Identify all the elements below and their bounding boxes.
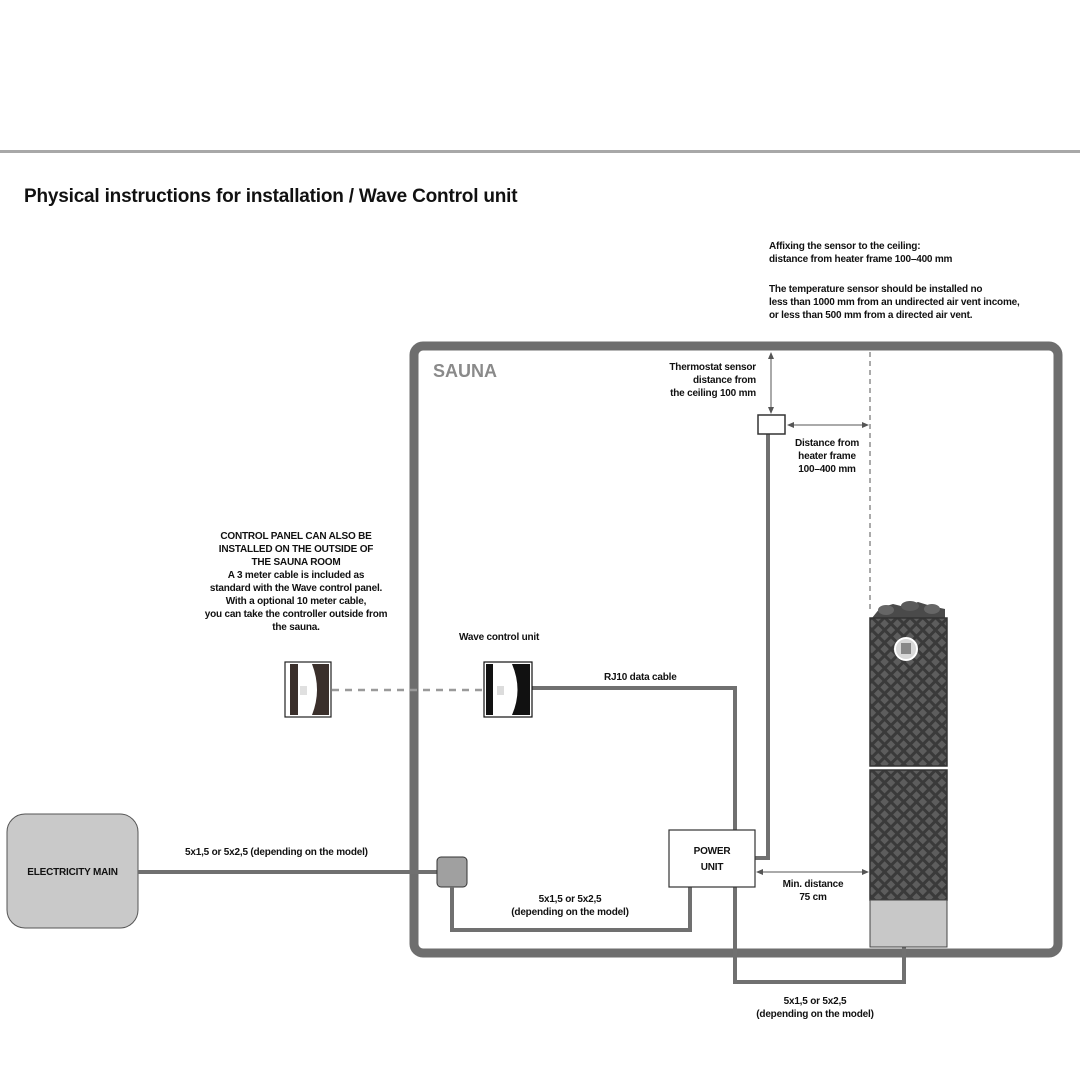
wave-control-unit-label: Wave control unit <box>459 632 540 643</box>
power-unit-box <box>668 829 756 888</box>
heater-stone <box>901 601 919 611</box>
min-arrow-head-left <box>756 869 763 875</box>
heater-arrow-head-right <box>862 422 869 428</box>
sauna-room-label: SAUNA <box>433 361 498 381</box>
page-title: Physical instructions for installation /… <box>24 186 518 207</box>
rj10-data-cable <box>532 686 737 830</box>
outer-cable-label: 5x1,5 or 5x2,5 (depending on the model) <box>756 996 874 1020</box>
vent-note: The temperature sensor should be install… <box>769 284 1020 321</box>
main-cable-label: 5x1,5 or 5x2,5 (depending on the model) <box>185 847 368 858</box>
rj10-cable-label: RJ10 data cable <box>604 672 677 683</box>
ceiling-arrow-head-top <box>768 352 774 359</box>
heater-stone <box>878 605 894 615</box>
thermostat-sensor-label: Thermostat sensor distance from the ceil… <box>669 362 756 399</box>
top-divider <box>0 150 1080 153</box>
min-distance-label: Min. distance 75 cm <box>782 879 844 903</box>
min-arrow-head-right <box>862 869 869 875</box>
heater-distance-label: Distance from heater frame 100–400 mm <box>794 438 860 475</box>
electricity-main-label: ELECTRICITY MAIN <box>27 867 118 878</box>
sauna-heater <box>869 601 948 948</box>
ceiling-note: Affixing the sensor to the ceiling: dist… <box>769 241 953 265</box>
thermostat-sensor <box>757 414 786 435</box>
ceiling-arrow-head-bottom <box>768 407 774 414</box>
wave-control-unit-device <box>483 661 533 718</box>
heater-logo-mark <box>901 643 911 654</box>
heater-arrow-head-left <box>787 422 794 428</box>
heater-base <box>869 899 948 948</box>
power-to-heater-cable <box>733 887 906 984</box>
outside-panel-note: CONTROL PANEL CAN ALSO BE INSTALLED ON T… <box>204 531 388 633</box>
sensor-cable <box>755 434 770 860</box>
heater-lower-mesh <box>869 769 948 901</box>
outside-control-panel <box>284 661 332 718</box>
heater-stone <box>924 604 940 614</box>
junction-to-power-cable <box>450 887 692 932</box>
inner-cable-label: 5x1,5 or 5x2,5 (depending on the model) <box>511 894 629 918</box>
power-unit-label: POWER UNIT <box>693 846 731 873</box>
junction-box <box>436 856 468 888</box>
